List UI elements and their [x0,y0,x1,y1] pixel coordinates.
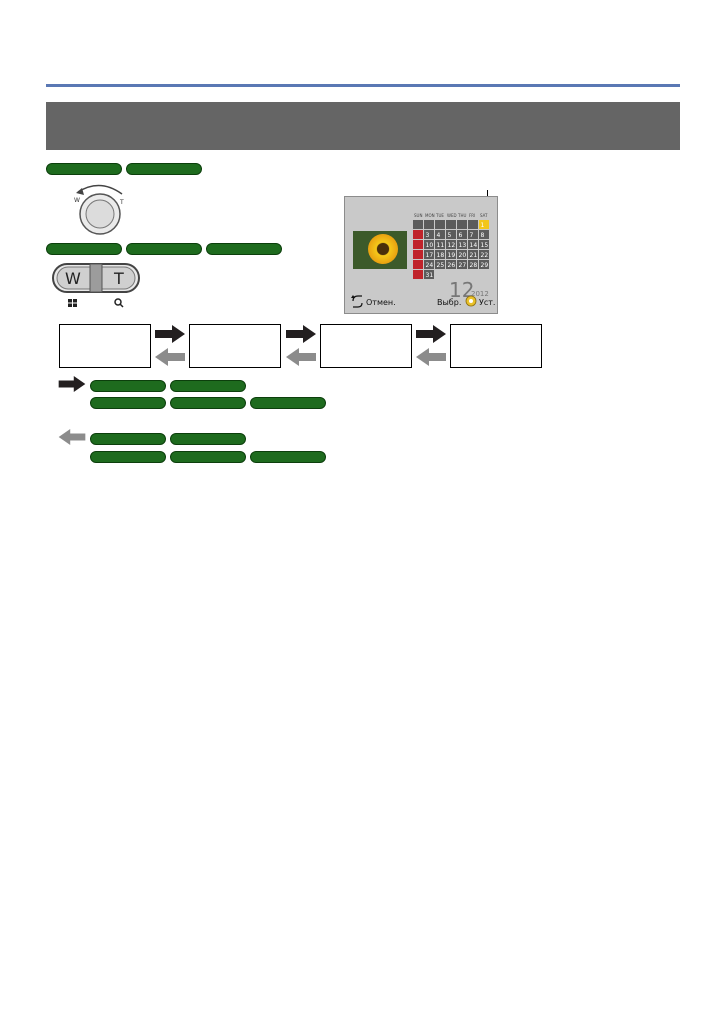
lever-icons [52,296,142,310]
zoom-lever-icon: W T [52,262,142,296]
calendar-day-label: 11 [437,242,445,249]
model-tag [90,380,166,392]
model-tag [170,397,246,409]
select-label: Выбр. [437,298,461,307]
model-tag [170,433,246,445]
calendar-day-label: 29 [481,262,489,269]
calendar-day-label: 17 [426,252,434,259]
model-tag [46,163,122,175]
model-tag [170,451,246,463]
calendar-day-label: 21 [470,252,478,259]
calendar-weekday: SAT [480,213,488,218]
forward-arrow-icon [416,325,446,343]
calendar-day-label: 3 [426,232,430,239]
calendar-day-label: 7 [470,232,474,239]
calendar-weekday: SUN [414,213,422,218]
forward-arrow-icon [155,325,185,343]
view-step-3 [320,324,412,368]
view-step-4 [450,324,542,368]
calendar-day-label: 20 [459,252,467,259]
calendar-day-label: 22 [481,252,489,259]
model-tag [90,397,166,409]
calendar-day-label: 12 [448,242,456,249]
return-icon [351,295,362,307]
calendar-day-cell [446,220,456,229]
calendar-weekday: TUE [435,213,444,218]
calendar-day-label: 18 [437,252,445,259]
svg-text:T: T [119,199,124,206]
calendar-day-label: 24 [426,262,434,269]
cancel-label: Отмен. [366,298,396,307]
calendar-day-label: 26 [448,262,456,269]
calendar-day-cell [413,230,423,239]
back-arrow-icon [58,429,86,445]
svg-text:T: T [113,269,124,288]
calendar-day-cell [413,250,423,259]
back-arrow-icon [416,348,446,366]
model-tag [46,243,122,255]
model-tag [126,243,202,255]
calendar-weekday: THU [457,213,466,218]
calendar-day-cell [435,220,445,229]
forward-arrow-icon [286,325,316,343]
magnify-icon [115,299,123,307]
calendar-weekday: WED [447,213,457,218]
calendar-day-label: 6 [459,232,463,239]
svg-text:W: W [74,197,80,204]
model-tag [206,243,282,255]
model-tag [90,433,166,445]
view-step-2 [189,324,281,368]
calendar-day-cell [424,220,434,229]
calendar-day-cell [413,220,423,229]
zoom-dial-icon: W T [60,180,140,240]
calendar-day-label: 27 [459,262,467,269]
set-label: Уст. [479,298,495,307]
top-rule [46,84,680,87]
calendar-weekday: MON [425,213,435,218]
cursor-button-icon [466,296,476,306]
calendar-day-cell [413,260,423,269]
model-tag [250,451,326,463]
section-banner [46,102,680,150]
forward-arrow-icon [58,376,86,392]
calendar-day-label: 1 [481,222,485,229]
calendar-day-cell [457,220,467,229]
calendar-day-label: 19 [448,252,456,259]
calendar-day-label: 14 [470,242,478,249]
view-step-1 [59,324,151,368]
calendar-day-label: 28 [470,262,478,269]
model-tag [126,163,202,175]
calendar-weekday: FRI [469,213,475,218]
model-tag [250,397,326,409]
calendar-day-label: 13 [459,242,467,249]
back-arrow-icon [155,348,185,366]
calendar-day-label: 4 [437,232,441,239]
calendar-day-label: 25 [437,262,445,269]
calendar-day-cell [413,270,423,279]
calendar-day-label: 10 [426,242,434,249]
calendar-day-cell [413,240,423,249]
calendar-day-cell [468,220,478,229]
model-tag [170,380,246,392]
calendar-day-label: 5 [448,232,452,239]
calendar-day-label: 31 [426,272,434,279]
calendar-day-label: 8 [481,232,485,239]
multi-playback-icon [68,299,77,307]
back-arrow-icon [286,348,316,366]
model-tag [90,451,166,463]
calendar-day-label: 15 [481,242,489,249]
svg-text:W: W [65,269,81,288]
